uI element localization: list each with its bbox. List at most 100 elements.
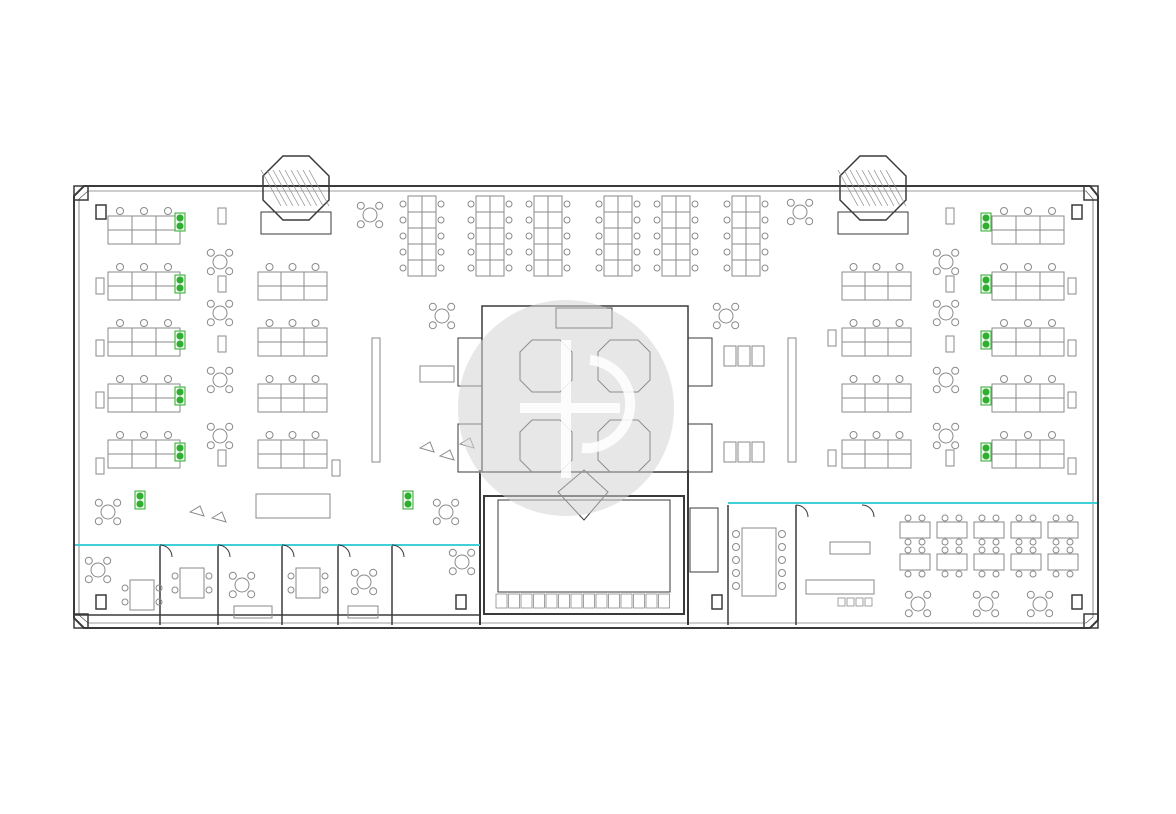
cabinet <box>217 335 227 353</box>
chair <box>140 263 148 271</box>
stair-tread <box>867 169 889 207</box>
chair <box>288 375 297 383</box>
corner-column <box>73 613 89 629</box>
chair <box>941 546 949 554</box>
chair <box>633 232 641 240</box>
chair <box>978 514 986 522</box>
chair <box>849 431 858 439</box>
chair <box>1052 514 1060 522</box>
cabinet <box>945 449 955 467</box>
chair <box>1024 375 1032 383</box>
desk <box>131 285 157 301</box>
chair <box>732 556 740 564</box>
chair <box>786 217 795 226</box>
chair <box>140 207 148 215</box>
seat-row <box>583 593 595 609</box>
seat-row <box>633 593 645 609</box>
corner-column <box>1083 185 1099 201</box>
desk <box>991 327 1017 343</box>
desk <box>841 341 866 357</box>
chair <box>895 375 904 383</box>
planter <box>980 212 992 232</box>
desk <box>475 259 491 277</box>
desk <box>675 211 691 229</box>
desk <box>887 327 912 343</box>
cafe-table <box>1047 553 1079 571</box>
chair <box>691 200 699 208</box>
column <box>95 204 107 220</box>
stair-tread <box>296 169 318 207</box>
chair <box>228 590 237 599</box>
reception-desk <box>419 365 455 383</box>
chair <box>904 609 913 618</box>
chair <box>1029 538 1037 546</box>
desk <box>257 453 282 469</box>
planter <box>134 490 146 510</box>
desk <box>280 341 305 357</box>
chair <box>1066 546 1074 554</box>
desk <box>1015 383 1041 399</box>
desk <box>131 383 157 399</box>
chair <box>923 590 932 599</box>
desk <box>603 195 619 213</box>
lounge-chair <box>210 511 227 523</box>
desk <box>1039 439 1065 455</box>
seat-row <box>608 593 620 609</box>
cafe-table <box>899 521 931 539</box>
desk <box>1039 327 1065 343</box>
desk <box>617 227 633 245</box>
stair-tread <box>278 169 300 207</box>
chair <box>225 318 234 327</box>
desk <box>887 271 912 287</box>
chair <box>505 216 513 224</box>
desk <box>257 397 282 413</box>
plant-icon <box>176 276 184 284</box>
chair <box>399 216 407 224</box>
desk <box>533 259 549 277</box>
corner-column <box>73 185 89 201</box>
chair <box>206 267 215 276</box>
chair <box>653 216 661 224</box>
chair <box>595 216 603 224</box>
desk <box>731 243 747 261</box>
desk <box>661 243 677 261</box>
chair <box>225 267 234 276</box>
chair <box>1029 514 1037 522</box>
column <box>711 594 723 610</box>
chair <box>206 248 215 257</box>
chair <box>992 546 1000 554</box>
chair <box>164 263 172 271</box>
chair <box>432 498 441 507</box>
chair <box>1052 570 1060 578</box>
lounge-furniture <box>84 198 1054 619</box>
round-table <box>212 428 228 444</box>
seat-row <box>620 593 633 609</box>
stair-tread <box>266 169 288 207</box>
chair <box>448 567 457 576</box>
chair <box>595 248 603 256</box>
chair <box>84 575 93 584</box>
chair <box>437 264 445 272</box>
chair <box>918 538 926 546</box>
chair <box>849 319 858 327</box>
chair <box>951 299 960 308</box>
chair <box>1048 207 1056 215</box>
chair <box>932 385 941 394</box>
chair <box>113 498 122 507</box>
round-table <box>938 305 954 321</box>
chair <box>932 299 941 308</box>
chair <box>437 248 445 256</box>
round-table <box>212 254 228 270</box>
desk <box>489 243 505 261</box>
round-table <box>438 504 454 520</box>
chair <box>155 598 163 606</box>
desk <box>107 215 133 231</box>
chair <box>778 582 786 590</box>
stair-tread <box>260 169 282 207</box>
chair <box>228 571 237 580</box>
chair <box>653 232 661 240</box>
chair <box>972 609 981 618</box>
chair <box>918 570 926 578</box>
desk <box>745 195 761 213</box>
desk <box>475 211 491 229</box>
